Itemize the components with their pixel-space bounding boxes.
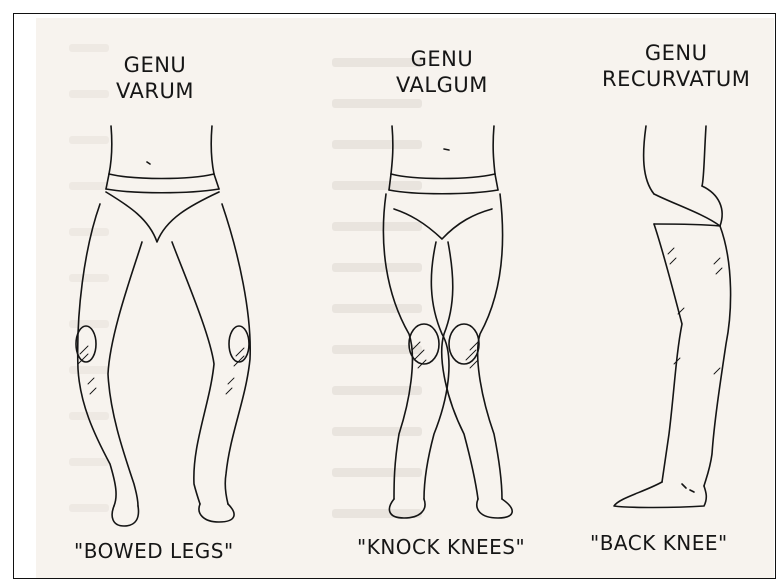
title-line-1: GENU [602,40,750,66]
genu-recurvatum-illustration [614,126,731,508]
title-line-2: VARUM [116,78,194,104]
title-line-2: RECURVATUM [602,66,750,92]
figure-frame: GENU VARUM GENU VALGUM GENU RECURVATUM "… [13,13,776,579]
genu-recurvatum-title: GENU RECURVATUM [602,40,750,92]
title-line-2: VALGUM [396,72,488,98]
genu-valgum-title: GENU VALGUM [396,46,488,98]
genu-valgum-illustration [383,126,512,518]
title-line-1: GENU [116,52,194,78]
genu-varum-caption: "BOWED LEGS" [74,539,234,563]
genu-valgum-caption: "KNOCK KNEES" [357,535,525,559]
genu-varum-title: GENU VARUM [116,52,194,104]
genu-recurvatum-caption: "BACK KNEE" [590,531,728,555]
genu-varum-illustration [76,126,250,526]
title-line-1: GENU [396,46,488,72]
